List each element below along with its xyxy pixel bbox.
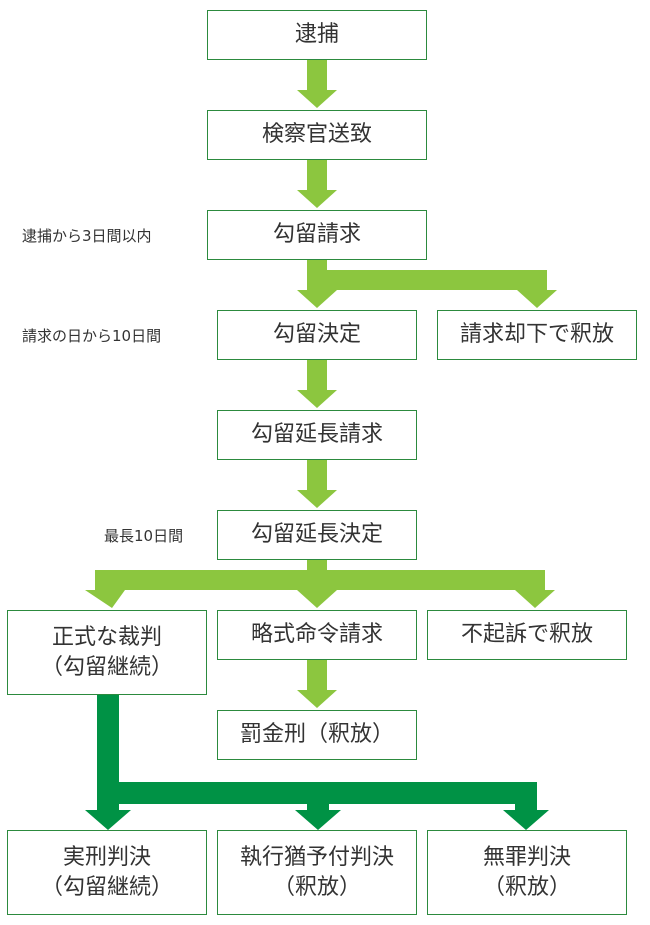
arrow-to-conviction bbox=[85, 804, 131, 830]
conviction-label: 実刑判決 bbox=[62, 844, 151, 870]
note-within-10-days: 請求の日から10日間 bbox=[22, 327, 162, 345]
arrow-to-suspended bbox=[295, 804, 341, 830]
arrow-arrest-to-referral bbox=[297, 60, 337, 108]
detention-request-box: 勾留請求 bbox=[207, 210, 427, 260]
arrow-to-summary-order bbox=[297, 590, 337, 608]
request-rejected-label: 請求却下で釈放 bbox=[459, 322, 614, 347]
detention-decision-label: 勾留決定 bbox=[272, 322, 361, 347]
detention-decision-box: 勾留決定 bbox=[217, 310, 417, 360]
acquittal-box: 無罪判決 （釈放） bbox=[427, 830, 627, 915]
extension-decision-label: 勾留延長決定 bbox=[250, 522, 383, 547]
note-max-10-days: 最長10日間 bbox=[104, 527, 184, 545]
note-within-3-days: 逮捕から3日間以内 bbox=[22, 227, 152, 245]
formal-trial-sublabel: （勾留継続） bbox=[40, 654, 173, 680]
dark-arrows bbox=[85, 694, 549, 830]
extension-decision-box: 勾留延長決定 bbox=[217, 510, 417, 560]
arrow-extension-to-ext-decision bbox=[297, 460, 337, 508]
fine-label: 罰金刑（釈放） bbox=[239, 722, 394, 747]
detention-request-label: 勾留請求 bbox=[272, 222, 361, 247]
arrest-label: 逮捕 bbox=[294, 22, 339, 47]
split-bar bbox=[95, 570, 545, 590]
suspended-sentence-sublabel: （釈放） bbox=[272, 874, 361, 900]
acquittal-label: 無罪判決 bbox=[482, 844, 571, 870]
trial-stem bbox=[97, 694, 119, 784]
summary-order-label: 略式命令請求 bbox=[250, 622, 383, 647]
formal-trial-box: 正式な裁判 （勾留継続） bbox=[7, 610, 207, 695]
arrow-decision-to-extension bbox=[297, 360, 337, 408]
request-rejected-box: 請求却下で釈放 bbox=[437, 310, 637, 360]
light-arrows bbox=[85, 60, 557, 708]
arrow-to-non-prosecution bbox=[515, 590, 555, 608]
suspended-sentence-box: 執行猶予付判決 （釈放） bbox=[217, 830, 417, 915]
suspended-sentence-label: 執行猶予付判決 bbox=[239, 844, 394, 870]
arrow-summary-to-fine bbox=[297, 660, 337, 708]
extension-request-label: 勾留延長請求 bbox=[250, 422, 383, 447]
summary-order-box: 略式命令請求 bbox=[217, 610, 417, 660]
conviction-sublabel: （勾留継続） bbox=[40, 874, 173, 900]
split-stem bbox=[307, 558, 327, 570]
conviction-box: 実刑判決 （勾留継続） bbox=[7, 830, 207, 915]
arrow-to-acquittal bbox=[503, 804, 549, 830]
non-prosecution-label: 不起訴で釈放 bbox=[460, 622, 593, 647]
verdict-bar bbox=[97, 782, 537, 804]
acquittal-sublabel: （釈放） bbox=[482, 874, 571, 900]
prosecutor-referral-box: 検察官送致 bbox=[207, 110, 427, 160]
arrow-request-to-rejected bbox=[327, 270, 557, 308]
fine-box: 罰金刑（釈放） bbox=[217, 710, 417, 760]
non-prosecution-box: 不起訴で釈放 bbox=[427, 610, 627, 660]
prosecutor-referral-label: 検察官送致 bbox=[261, 122, 372, 147]
extension-request-box: 勾留延長請求 bbox=[217, 410, 417, 460]
formal-trial-label: 正式な裁判 bbox=[51, 624, 162, 650]
arrest-box: 逮捕 bbox=[207, 10, 427, 60]
arrow-to-formal-trial bbox=[85, 590, 125, 608]
arrow-referral-to-request bbox=[297, 160, 337, 208]
